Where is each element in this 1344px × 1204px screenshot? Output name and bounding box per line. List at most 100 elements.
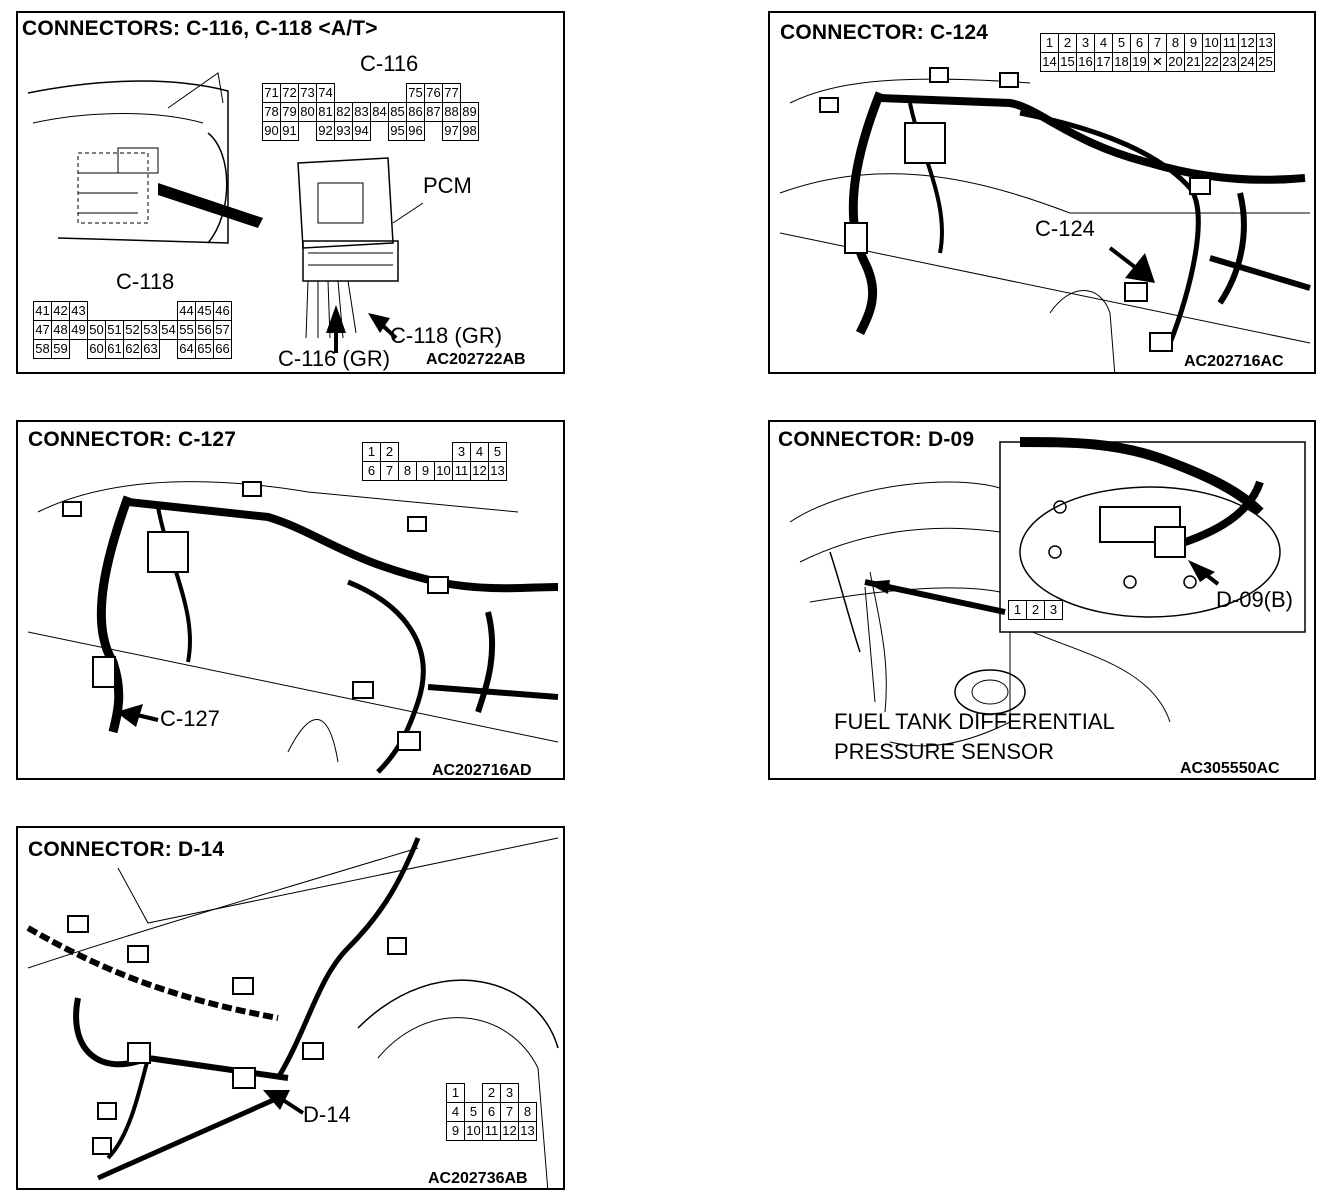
pin-cell: 10 — [434, 461, 453, 481]
pin-cell: 48 — [51, 320, 70, 340]
pin-cell: 98 — [460, 121, 479, 141]
pin-cell — [299, 122, 317, 141]
pin-cell: 14 — [1040, 52, 1059, 72]
pin-cell: 9 — [1184, 33, 1203, 53]
pin-cell: 64 — [177, 339, 196, 359]
pin-cell: 15 — [1058, 52, 1077, 72]
pin-cell: 95 — [388, 121, 407, 141]
pin-cell: 3 — [1076, 33, 1095, 53]
pin-cell: 9 — [446, 1121, 465, 1141]
pin-cell: 60 — [87, 339, 106, 359]
pin-cell: 59 — [51, 339, 70, 359]
pin-cell: 1 — [1008, 600, 1027, 620]
pin-cell: 22 — [1202, 52, 1221, 72]
wiring-harness-illustration — [779, 67, 1311, 372]
pin-cell: 20 — [1166, 52, 1185, 72]
pin-cell: 47 — [33, 320, 52, 340]
pin-cell: 44 — [177, 301, 196, 321]
pin-cell — [389, 84, 407, 103]
pin-cell: 77 — [442, 83, 461, 103]
panel-title: CONNECTOR: C-127 — [28, 428, 237, 451]
pin-cell: 42 — [51, 301, 70, 321]
pin-cell: 71 — [262, 83, 281, 103]
pin-cell — [435, 443, 453, 462]
pin-cell: 72 — [280, 83, 299, 103]
wiring-harness-illustration — [26, 837, 559, 1188]
pin-cell: 11 — [452, 461, 471, 481]
pin-cell: 62 — [123, 339, 142, 359]
pin-cell: 3 — [452, 442, 471, 462]
pin-cell: 18 — [1112, 52, 1131, 72]
pin-cell: 6 — [482, 1102, 501, 1122]
pin-cell: 54 — [159, 320, 178, 340]
pin-cell: 25 — [1256, 52, 1275, 72]
pin-cell: 81 — [316, 102, 335, 122]
c118-callout: C-118 (GR) — [390, 323, 503, 348]
pin-cell — [371, 84, 389, 103]
pin-cell: 41 — [33, 301, 52, 321]
pin-cell: 2 — [380, 442, 399, 462]
pin-cell: 82 — [334, 102, 353, 122]
d14-callout: D-14 — [303, 1102, 351, 1127]
pin-cell: 80 — [298, 102, 317, 122]
pin-cell: 1 — [362, 442, 381, 462]
pin-cell — [353, 84, 371, 103]
c124-callout: C-124 — [1035, 216, 1095, 241]
pin-cell: 50 — [87, 320, 106, 340]
pin-cell: 5 — [1112, 33, 1131, 53]
panel-title: CONNECTORS: C-116, C-118 <A/T> — [22, 17, 378, 40]
pin-cell: 84 — [370, 102, 389, 122]
pin-cell: 57 — [213, 320, 232, 340]
pin-cell: 17 — [1094, 52, 1113, 72]
pin-cell: 8 — [1166, 33, 1185, 53]
pin-cell: 53 — [141, 320, 160, 340]
pin-cell: 96 — [406, 121, 425, 141]
pin-cell: 75 — [406, 83, 425, 103]
pin-cell: 13 — [1256, 33, 1275, 53]
pin-cell — [88, 302, 106, 321]
pin-cell: 6 — [362, 461, 381, 481]
pin-cell: 7 — [500, 1102, 519, 1122]
pin-cell: 5 — [488, 442, 507, 462]
pin-cell: 21 — [1184, 52, 1203, 72]
pin-cell: 83 — [352, 102, 371, 122]
pin-cell: 8 — [398, 461, 417, 481]
pin-cell: 93 — [334, 121, 353, 141]
pin-cell: 1 — [1040, 33, 1059, 53]
pin-cell: 86 — [406, 102, 425, 122]
pin-cell: 46 — [213, 301, 232, 321]
pin-cell: 3 — [1044, 600, 1063, 620]
pin-cell: 78 — [262, 102, 281, 122]
pin-cell: 13 — [488, 461, 507, 481]
panel-title: CONNECTOR: D-14 — [28, 838, 225, 861]
pin-cell: 92 — [316, 121, 335, 141]
pin-cell: 49 — [69, 320, 88, 340]
pin-cell: 94 — [352, 121, 371, 141]
d09-callout: D-09(B) — [1216, 587, 1294, 612]
pin-cell: 2 — [482, 1083, 501, 1103]
pin-cell: 2 — [1026, 600, 1045, 620]
pin-cell — [160, 340, 178, 359]
pin-cell: 13 — [518, 1121, 537, 1141]
sensor-label-line1: FUEL TANK DIFFERENTIAL — [834, 709, 1115, 734]
pin-cell: 89 — [460, 102, 479, 122]
pin-cell — [465, 1084, 483, 1103]
pin-cell: 4 — [446, 1102, 465, 1122]
pin-cell: 4 — [1094, 33, 1113, 53]
sensor-label-line2: PRESSURE SENSOR — [834, 739, 1055, 764]
pin-cell: 24 — [1238, 52, 1257, 72]
pin-cell: 1 — [446, 1083, 465, 1103]
pin-cell: 6 — [1130, 33, 1149, 53]
pin-cell: 88 — [442, 102, 461, 122]
pin-cell: 45 — [195, 301, 214, 321]
pin-cell: 12 — [470, 461, 489, 481]
pin-cell — [106, 302, 124, 321]
